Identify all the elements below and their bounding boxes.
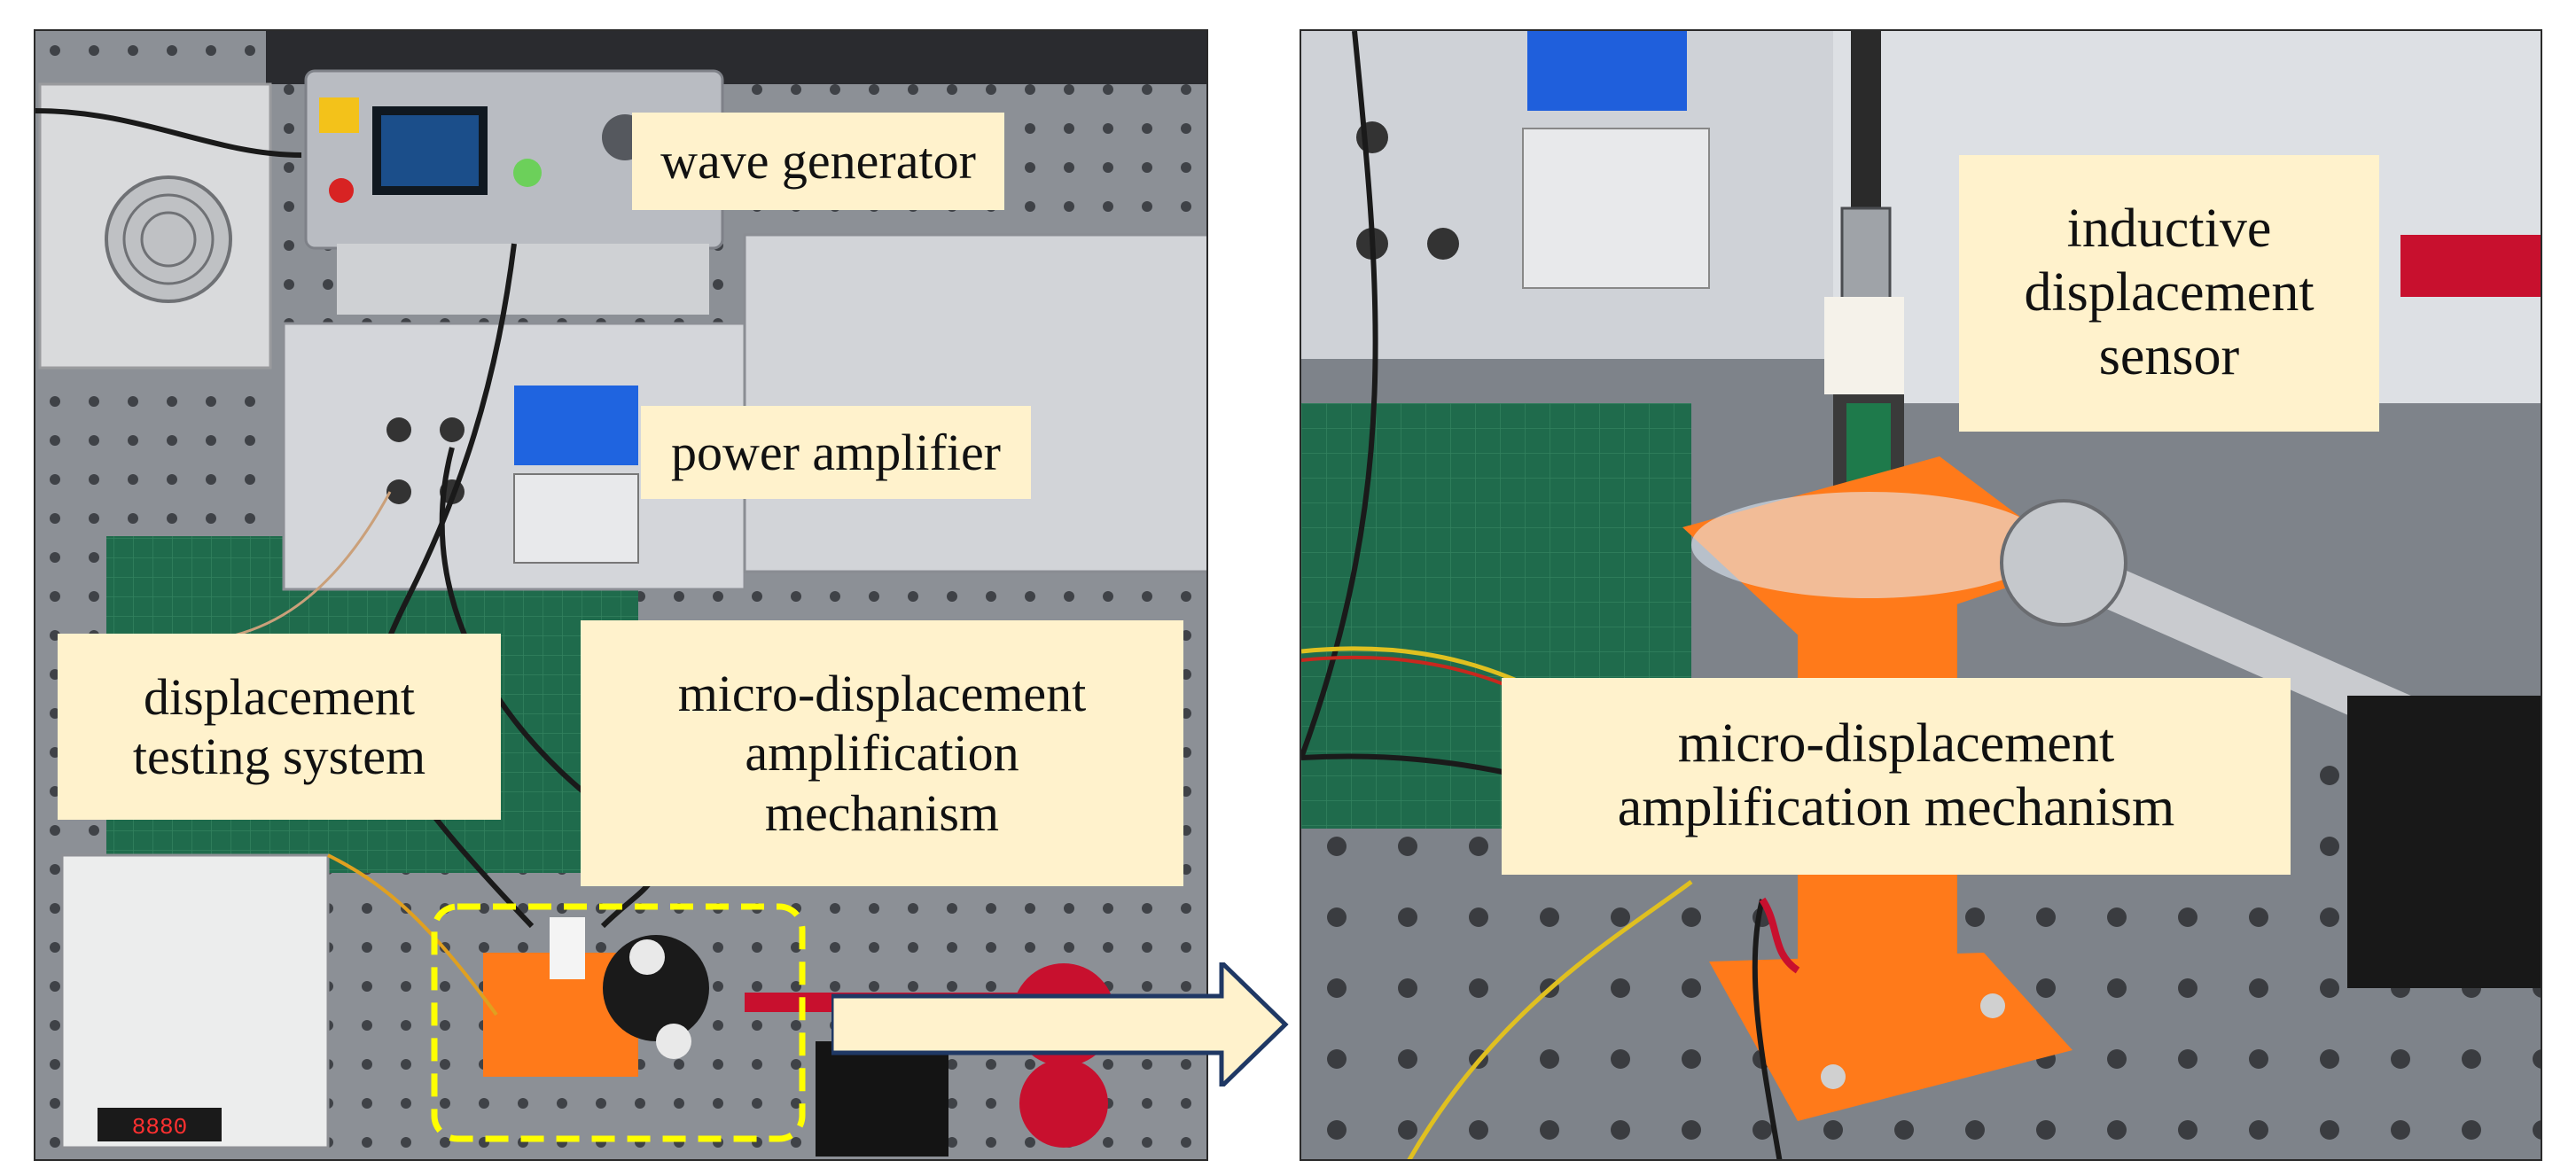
right-photo-panel: inductive displacement sensor micro-disp…	[1300, 29, 2542, 1161]
inductive-displacement-sensor-label: inductive displacement sensor	[1959, 155, 2379, 432]
sensor-probe	[1824, 31, 1904, 527]
clamp	[2000, 235, 2541, 988]
displacement-tester-device: 8880	[60, 853, 330, 1149]
power-amplifier-device	[282, 322, 746, 591]
mechanism-left	[483, 917, 709, 1077]
wave-generator-label: wave generator	[632, 113, 1004, 210]
micro-displacement-amplification-mechanism-label: micro-displacement amplification mechani…	[581, 620, 1183, 886]
zoom-arrow-icon	[831, 962, 1289, 1086]
power-supply-device	[38, 82, 272, 370]
left-photo-panel: 8880 wave generator power amplifier disp…	[34, 29, 1208, 1161]
micro-displacement-amplification-mechanism-label-right: micro-displacement amplification mechani…	[1502, 678, 2291, 875]
svg-text:8880: 8880	[132, 1114, 187, 1141]
highlight-box	[431, 903, 806, 1142]
displacement-testing-system-label: displacement testing system	[58, 634, 501, 820]
power-amplifier-label: power amplifier	[641, 406, 1031, 499]
wave-generator-device	[304, 69, 724, 315]
